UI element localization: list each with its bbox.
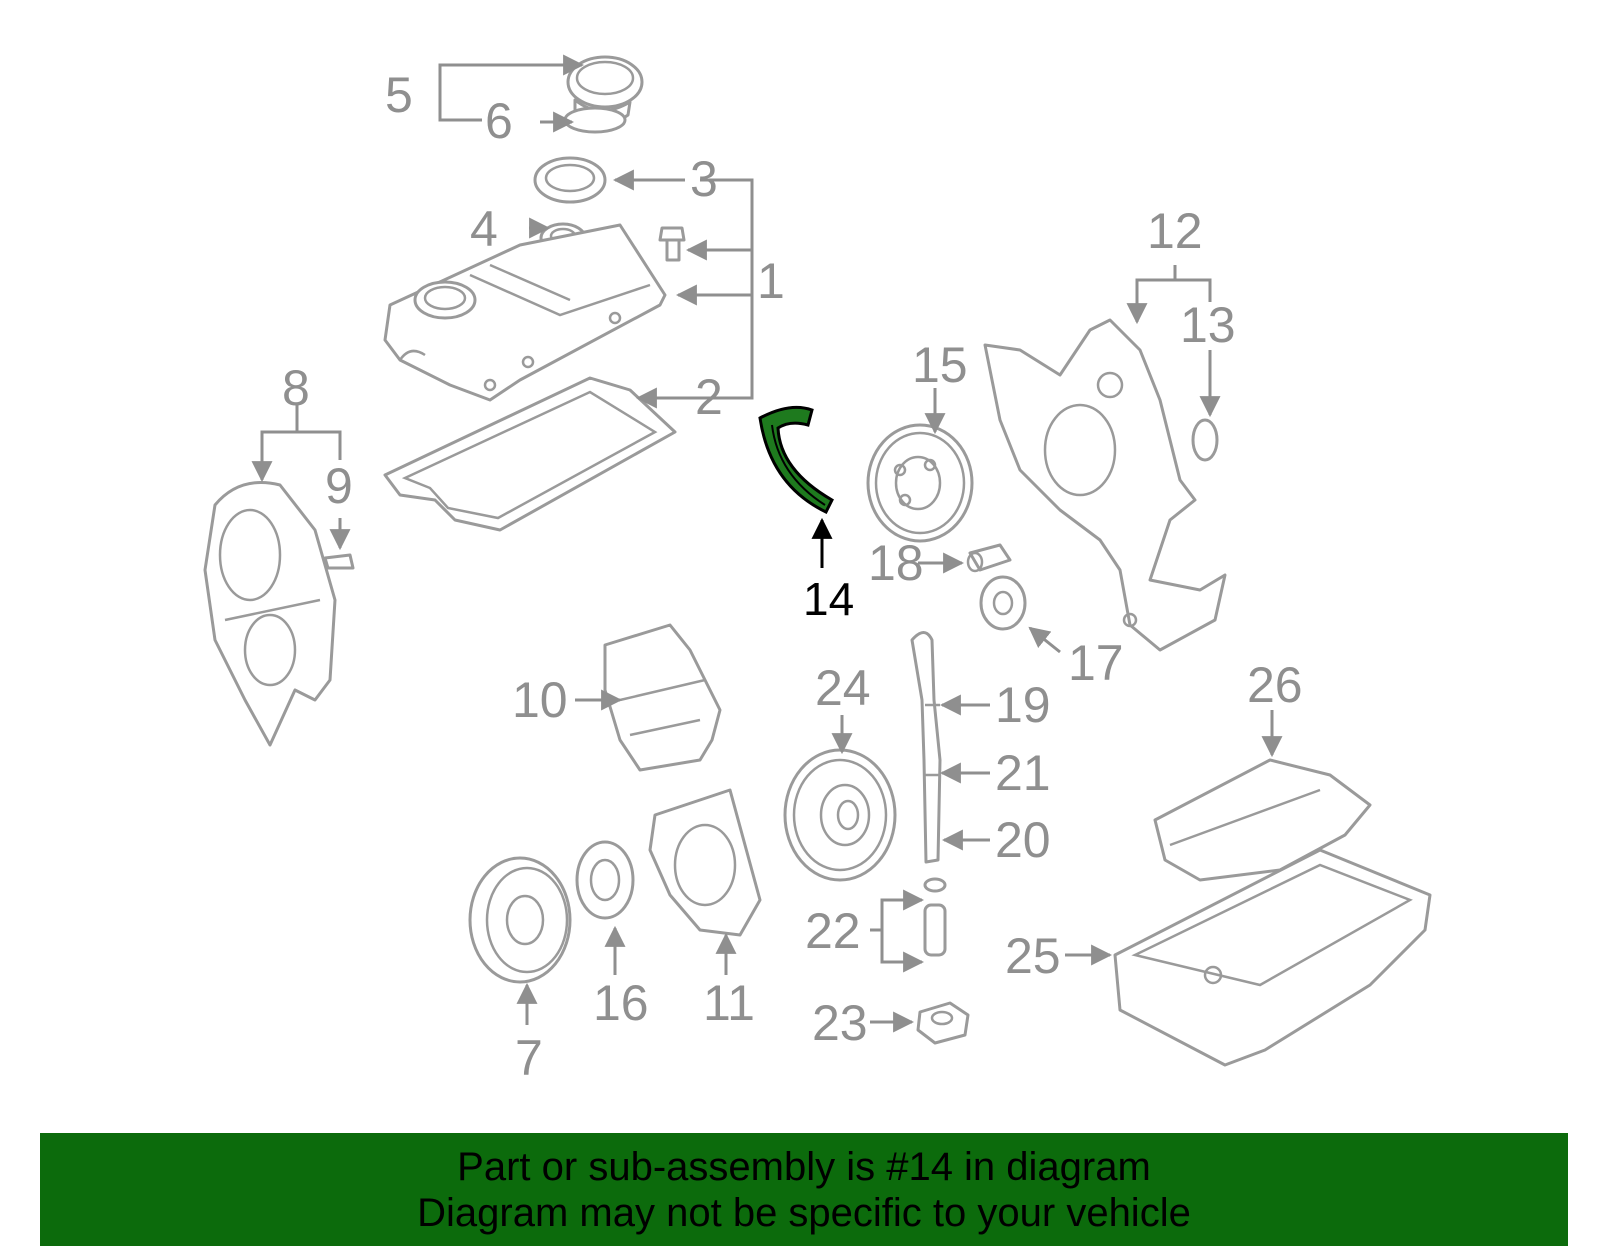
callout-16: 16: [593, 975, 649, 1031]
cover-grommet: [1191, 418, 1219, 462]
belt-guide-highlighted: [758, 405, 834, 514]
callout-9: 9: [325, 458, 353, 514]
camshaft-gear: [866, 423, 974, 543]
leader-lines: [251, 54, 1283, 1033]
callout-7: 7: [515, 1030, 543, 1086]
tensioner-bolt: [966, 543, 1012, 573]
rear-timing-cover: [983, 318, 1227, 652]
callout-labels: 5 6 3 4 1 2 8 9 14 15 12 13 18 17 10 24 …: [282, 67, 1303, 1086]
callout-6: 6: [485, 93, 513, 149]
callout-21: 21: [995, 745, 1051, 801]
callout-17: 17: [1068, 635, 1124, 691]
info-banner: Part or sub-assembly is #14 in diagram D…: [40, 1133, 1568, 1246]
callout-4: 4: [470, 201, 498, 257]
valve-cover: [383, 223, 667, 402]
crankshaft-sprocket: [575, 840, 635, 920]
cover-clip: [323, 553, 355, 570]
drain-plug: [916, 1001, 970, 1045]
idler-pulley: [979, 575, 1027, 631]
callout-13: 13: [1180, 297, 1236, 353]
oil-pan: [1113, 848, 1432, 1067]
flywheel: [783, 748, 897, 882]
callout-20: 20: [995, 812, 1051, 868]
callout-15: 15: [912, 337, 968, 393]
timing-cover-upper: [203, 481, 337, 747]
callout-24: 24: [815, 660, 871, 716]
callout-11: 11: [703, 975, 755, 1031]
callout-10: 10: [512, 672, 568, 728]
oil-pan-baffle: [1153, 758, 1372, 882]
banner-line-1: Part or sub-assembly is #14 in diagram: [457, 1144, 1151, 1189]
cover-bolt: [658, 226, 686, 262]
callout-12: 12: [1147, 203, 1203, 259]
callout-18: 18: [868, 535, 924, 591]
callout-3: 3: [690, 151, 718, 207]
banner-line-2: Diagram may not be specific to your vehi…: [417, 1190, 1191, 1235]
callout-14-highlighted: 14: [803, 573, 854, 625]
heat-shield: [603, 623, 722, 772]
callout-5: 5: [385, 67, 413, 123]
callout-25: 25: [1005, 928, 1061, 984]
callout-23: 23: [812, 995, 868, 1051]
lower-timing-cover: [648, 788, 762, 937]
callout-19: 19: [995, 677, 1051, 733]
crankshaft-pulley: [468, 856, 572, 984]
callout-26: 26: [1247, 657, 1303, 713]
callout-8: 8: [282, 360, 310, 416]
callout-22: 22: [805, 903, 861, 959]
callout-1: 1: [757, 253, 785, 309]
dipstick-assembly: [910, 631, 942, 864]
cap-seal: [563, 106, 627, 134]
valve-cover-gasket: [383, 376, 677, 532]
callout-2: 2: [695, 369, 723, 425]
filler-neck-seal: [533, 156, 607, 204]
dipstick-tube-seal: [923, 877, 947, 957]
